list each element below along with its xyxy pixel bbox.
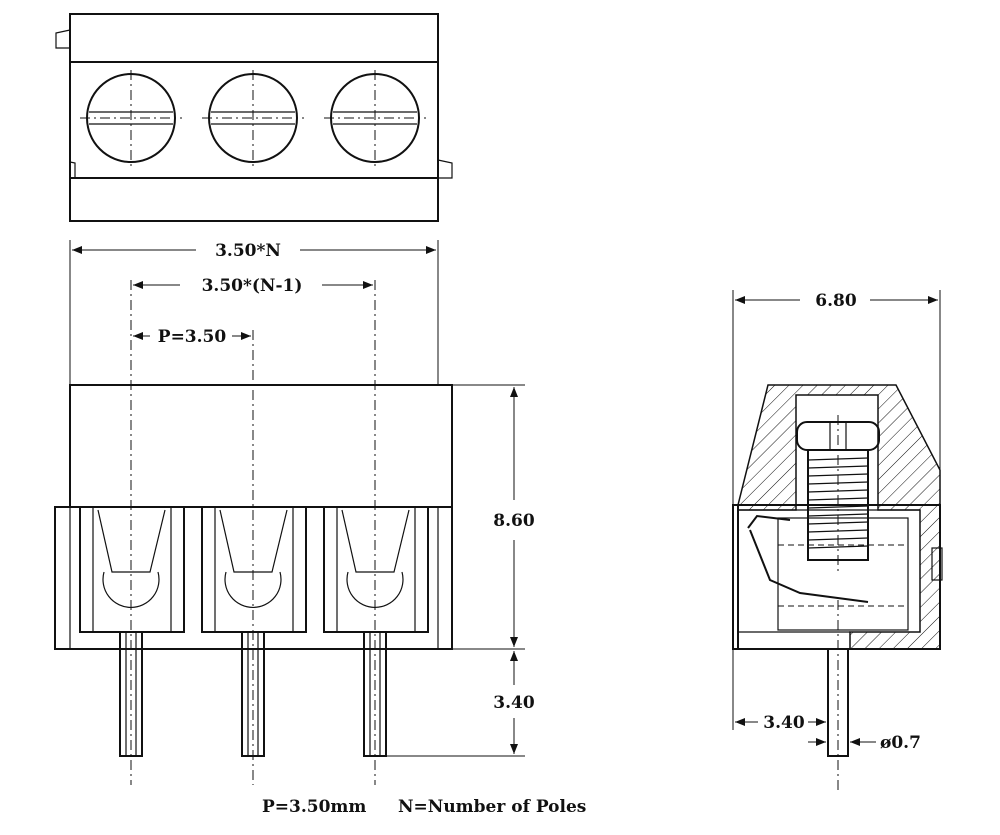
dim-span-width-label: 3.50*(N-1) [202, 276, 303, 296]
dim-side-pin-offset-label: 3.40 [763, 713, 805, 733]
screw-head-3 [324, 70, 426, 166]
dim-side-width-label: 6.80 [815, 291, 857, 311]
front-view [54, 240, 525, 785]
dim-total-width: 3.50*N [72, 241, 436, 261]
wire-entry-2 [201, 506, 307, 633]
dim-pin-length: 3.40 [493, 651, 535, 754]
dim-pin-length-label: 3.40 [493, 693, 535, 713]
dim-pin-diameter-label: ø0.7 [880, 733, 921, 753]
dim-pin-diameter: ø0.7 [808, 733, 921, 753]
dim-pitch-label: P=3.50 [158, 327, 227, 347]
dim-total-width-label: 3.50*N [215, 241, 281, 261]
poles-note: N=Number of Poles [398, 797, 586, 817]
dim-body-height: 8.60 [493, 387, 535, 647]
dim-pitch: P=3.50 [133, 327, 251, 347]
side-view [732, 290, 943, 790]
dim-side-pin-offset: 3.40 [735, 713, 826, 733]
wire-entry-3 [323, 506, 429, 633]
wire-entry-1 [79, 506, 185, 633]
screw-head-1 [80, 70, 182, 166]
dim-side-width: 6.80 [735, 291, 938, 311]
dim-body-height-label: 8.60 [493, 511, 535, 531]
top-view [55, 13, 453, 222]
pitch-note: P=3.50mm [262, 797, 366, 817]
dim-span-width: 3.50*(N-1) [133, 276, 373, 296]
screw-head-2 [202, 70, 304, 166]
screw-side [796, 415, 880, 575]
